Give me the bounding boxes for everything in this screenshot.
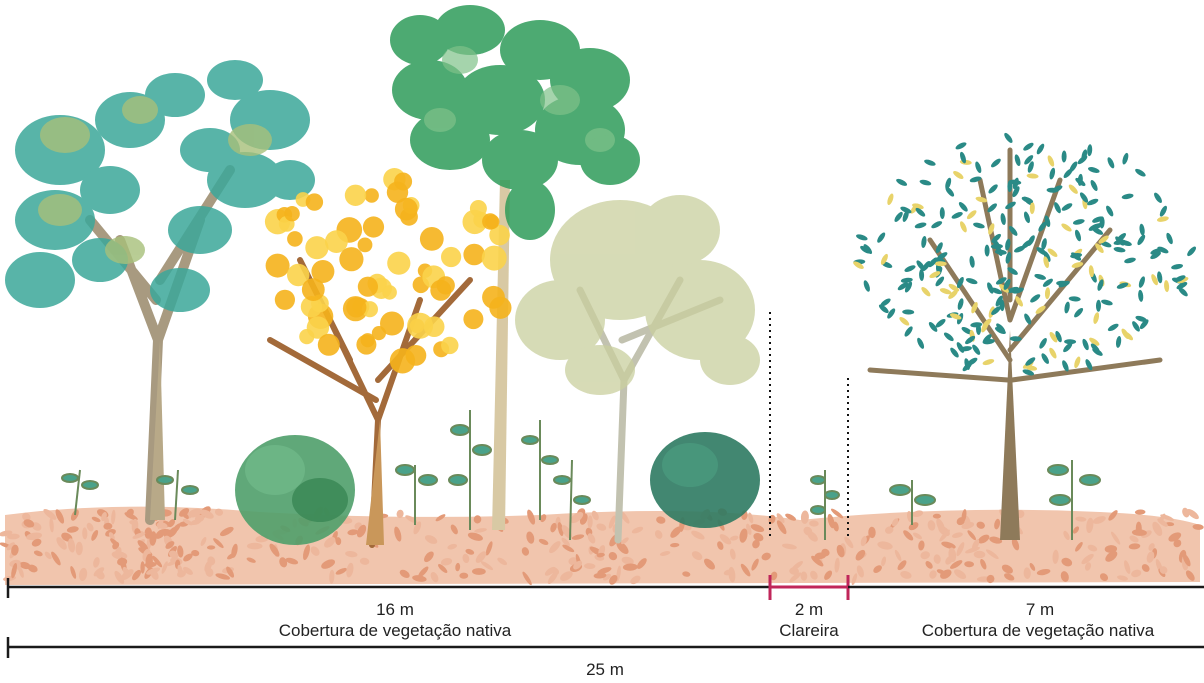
segment-1-caption: Cobertura de vegetação nativa xyxy=(245,621,545,641)
shrub-icon xyxy=(650,432,760,528)
shrub-icon xyxy=(235,435,355,545)
total-length: 25 m xyxy=(560,660,650,680)
segment-3-caption: Cobertura de vegetação nativa xyxy=(888,621,1188,641)
segment-3-length: 7 m xyxy=(1000,600,1080,620)
segment-2-length: 2 m xyxy=(779,600,839,620)
segment-1-length: 16 m xyxy=(330,600,460,620)
segment-2-caption: Clareira xyxy=(769,621,849,641)
leaf-litter-icon xyxy=(0,504,1204,586)
leafy-tree-icon xyxy=(852,132,1197,540)
